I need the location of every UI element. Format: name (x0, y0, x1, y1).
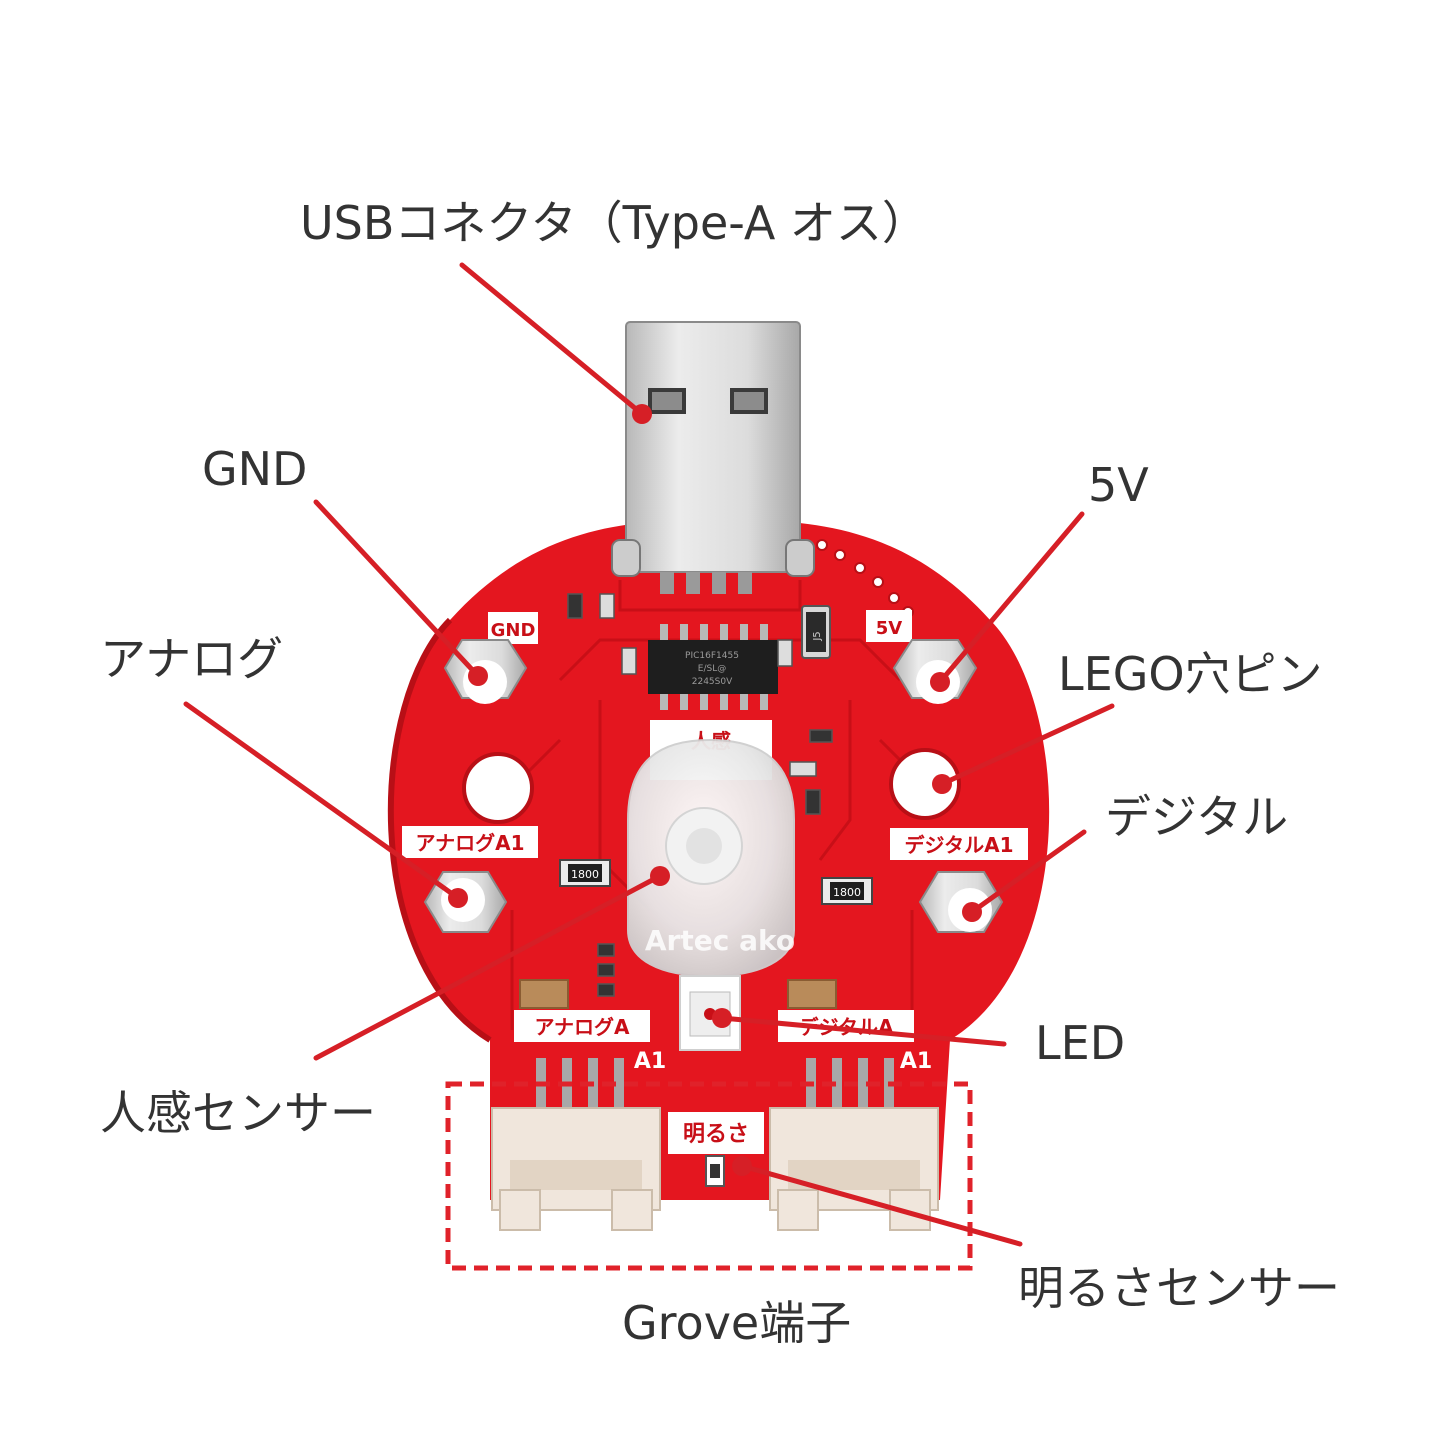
silk-analog-a1: アナログA1 (402, 826, 538, 858)
silk-digital-a1-text: デジタルA1 (905, 833, 1014, 857)
silk-gnd: GND (488, 612, 538, 644)
silk-analog-a: アナログA (514, 1010, 650, 1042)
lego-hole-left (462, 752, 534, 824)
resistor-left-text: 1800 (571, 868, 599, 881)
capacitor-right (787, 979, 837, 1009)
pcb-vias (816, 539, 914, 618)
callout-digital: デジタル (1105, 790, 1289, 844)
callout-led: LED (1035, 1016, 1126, 1070)
callout-gnd: GND (202, 442, 308, 496)
callout-usb-connector: USBコネクタ（Type-A オス） (300, 196, 928, 250)
pir-sensor: 人感 (627, 720, 795, 978)
pcb-edge-shade (387, 617, 492, 1043)
usb-connector (611, 321, 815, 594)
regulator-text: J5 (812, 631, 823, 641)
smd-components (567, 593, 833, 997)
brightness-sensor: 明るさ (668, 1112, 764, 1187)
callout-line-digital (969, 829, 1087, 915)
callout-line-light (739, 1163, 1023, 1247)
capacitor-left (519, 979, 569, 1009)
chip-text-2: E/SL@ (698, 664, 726, 674)
grove-connector-left (491, 1058, 661, 1231)
silk-analog-a-text: アナログA (534, 1015, 630, 1039)
silk-5v-text: 5V (876, 618, 903, 639)
callout-5v: 5V (1088, 458, 1149, 512)
callout-line-usb (459, 262, 645, 417)
rgb-led (679, 975, 741, 1051)
microcontroller-chip: PIC16F1455 E/SL@ 2245S0V (648, 624, 778, 710)
grove-connector-right (769, 1058, 939, 1231)
resistor-left: 1800 (559, 859, 611, 887)
callout-line-5v (937, 511, 1085, 685)
silk-brightness-text: 明るさ (683, 1122, 749, 1147)
resistor-right: 1800 (821, 877, 873, 905)
callout-line-led (719, 1015, 1007, 1047)
silk-digital-a1: デジタルA1 (890, 828, 1028, 860)
callout-line-pir (313, 873, 663, 1061)
callout-lego-pin: LEGO穴ピン (1058, 647, 1323, 701)
callout-dots (448, 404, 982, 1176)
lego-hole-right (889, 748, 961, 820)
regulator: J5 (801, 605, 831, 659)
chip-text-3: 2245S0V (692, 677, 733, 687)
silk-a1-left: A1 (634, 1049, 666, 1074)
silk-5v: 5V (866, 610, 912, 642)
chip-text-1: PIC16F1455 (685, 651, 739, 661)
callout-line-analog (183, 701, 461, 901)
brand-text: Artec ako (645, 924, 795, 957)
callout-analog: アナログ (100, 632, 284, 686)
callout-line-gnd (313, 499, 481, 679)
callout-line-lego (939, 703, 1115, 787)
resistor-right-text: 1800 (833, 886, 861, 899)
callout-lines (183, 262, 1115, 1247)
callout-pir-sensor: 人感センサー (100, 1086, 376, 1140)
silk-gnd-text: GND (491, 620, 536, 641)
silk-a1-right: A1 (900, 1049, 932, 1074)
callout-brightness-sensor: 明るさセンサー (1018, 1261, 1340, 1315)
silk-analog-a1-text: アナログA1 (416, 831, 525, 855)
callout-grove-terminal: Grove端子 (622, 1296, 852, 1350)
grove-highlight-box (445, 1081, 973, 1271)
